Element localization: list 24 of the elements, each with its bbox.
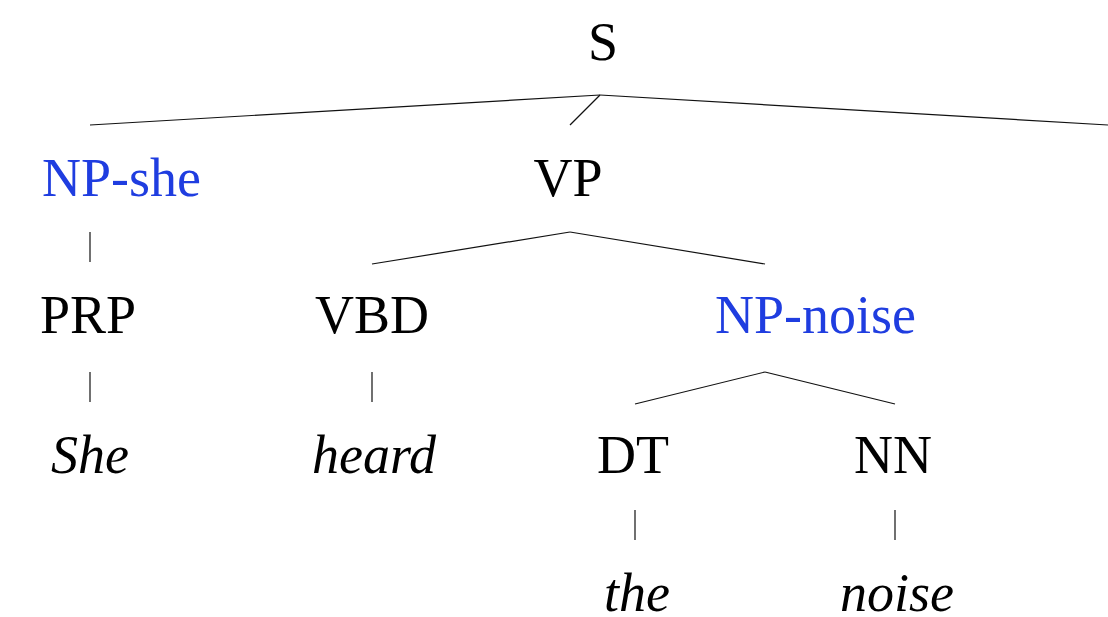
category-label: NP-she (42, 151, 201, 205)
category-label: NP-noise (715, 288, 916, 342)
tree-branch (371, 371, 373, 403)
category-label: S (588, 15, 618, 69)
tree-branch (634, 509, 636, 541)
category-label: DT (597, 428, 669, 482)
tree-branch (569, 94, 601, 126)
category-label: VBD (315, 288, 429, 342)
tree-branch (599, 94, 1108, 126)
tree-branch (371, 231, 571, 265)
word-label: noise (840, 566, 954, 617)
tree-branch (89, 231, 91, 263)
tree-branch (569, 231, 766, 265)
word-label: heard (312, 428, 436, 482)
word-label: She (51, 428, 129, 482)
tree-branch (764, 371, 896, 405)
category-label: NN (854, 428, 932, 482)
tree-branch (634, 371, 766, 405)
category-label: VP (533, 151, 603, 205)
tree-branch (89, 94, 601, 126)
category-label: PRP (39, 288, 137, 342)
word-label: the (604, 566, 670, 617)
tree-branch (894, 509, 896, 541)
tree-branch (89, 371, 91, 403)
